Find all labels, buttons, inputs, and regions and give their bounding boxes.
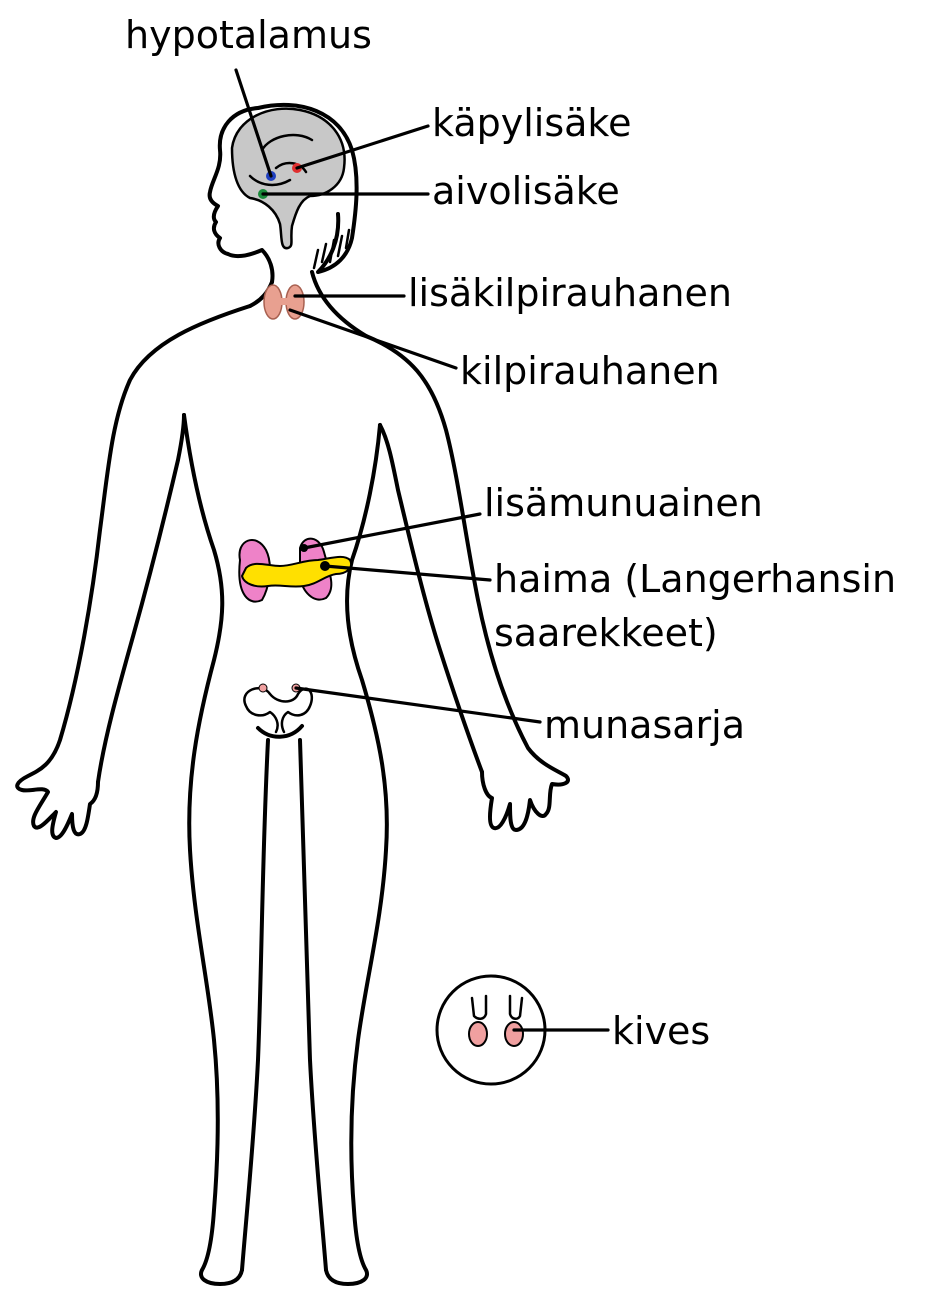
label-parathyroid: lisäkilpirauhanen: [408, 271, 732, 315]
left-arm-outer: [17, 306, 250, 838]
label-pituitary: aivolisäke: [432, 169, 620, 213]
label-ovary: munasarja: [544, 703, 745, 747]
label-thyroid: kilpirauhanen: [460, 349, 720, 393]
testis-left: [469, 1022, 487, 1046]
label-pancreas-line1: haima (Langerhansin: [494, 557, 896, 601]
abdominal-glands: [239, 539, 351, 602]
torso-right: [326, 425, 387, 1284]
testis-ducts: [472, 996, 522, 1019]
brain-shape: [232, 109, 345, 249]
left-arm-inner: [98, 415, 184, 782]
label-pancreas-line2: saarekkeet): [494, 611, 718, 655]
thyroid-isthmus: [278, 298, 290, 305]
hair-strands: [314, 230, 349, 268]
brain: [232, 109, 345, 249]
label-testis: kives: [612, 1009, 710, 1053]
testis-right: [505, 1022, 523, 1046]
right-arm-inner: [380, 425, 482, 772]
label-hypothalamus: hypotalamus: [125, 13, 372, 57]
label-adrenal: lisämunuainen: [484, 481, 763, 525]
torso-left: [184, 415, 242, 1284]
ovary-left: [259, 684, 267, 692]
leader-thyroid: [290, 310, 456, 368]
inner-leg-left: [242, 740, 268, 1270]
leader-adrenal: [304, 514, 480, 548]
inner-leg-right: [300, 740, 326, 1270]
label-pineal: käpylisäke: [432, 101, 631, 145]
